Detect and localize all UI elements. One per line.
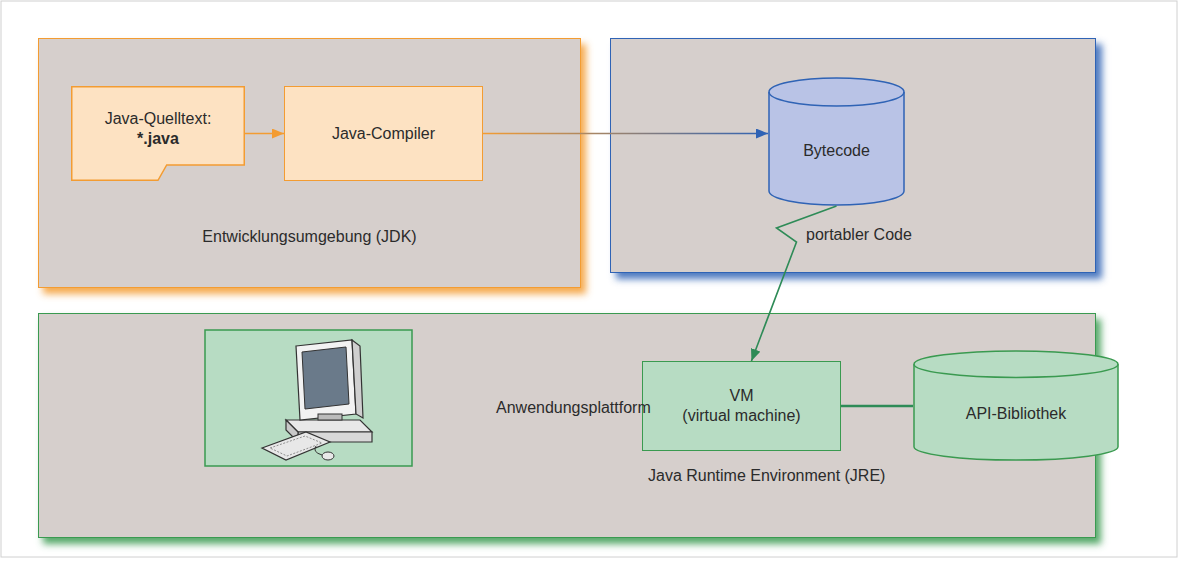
panel-caption: Entwicklungsumgebung (JDK) xyxy=(202,227,416,247)
box-label: (virtual machine) xyxy=(682,406,800,426)
source-document: Java-Quelltext:*.java xyxy=(71,86,245,181)
runtime-label: Java Runtime Environment (JRE) xyxy=(648,466,885,486)
box-label: Java-Compiler xyxy=(332,124,435,144)
panel-caption: Anwendungsplattform xyxy=(496,398,651,418)
vm-box: VM(virtual machine) xyxy=(642,361,841,451)
box-label: *.java xyxy=(137,129,179,149)
library-cylinder: API-Bibliothek xyxy=(913,351,1119,461)
compiler-box: Java-Compiler xyxy=(284,86,483,181)
outer-frame xyxy=(1,1,1177,557)
box-label: API-Bibliothek xyxy=(966,404,1067,424)
panel-caption: portabler Code xyxy=(806,225,912,245)
bytecode-panel: portabler Code Bytecode xyxy=(610,38,1096,273)
box-label: VM xyxy=(730,386,754,406)
jdk-panel: Entwicklungsumgebung (JDK) Java-Quelltext… xyxy=(38,38,581,288)
bytecode-cylinder: Bytecode xyxy=(768,78,905,206)
box-label: Bytecode xyxy=(803,141,870,161)
label-holder: Java Runtime Environment (JRE) xyxy=(648,466,885,486)
box-label: Java-Quelltext: xyxy=(105,109,212,129)
platform-panel: AnwendungsplattformVM(virtual machine)AP… xyxy=(38,313,1096,538)
